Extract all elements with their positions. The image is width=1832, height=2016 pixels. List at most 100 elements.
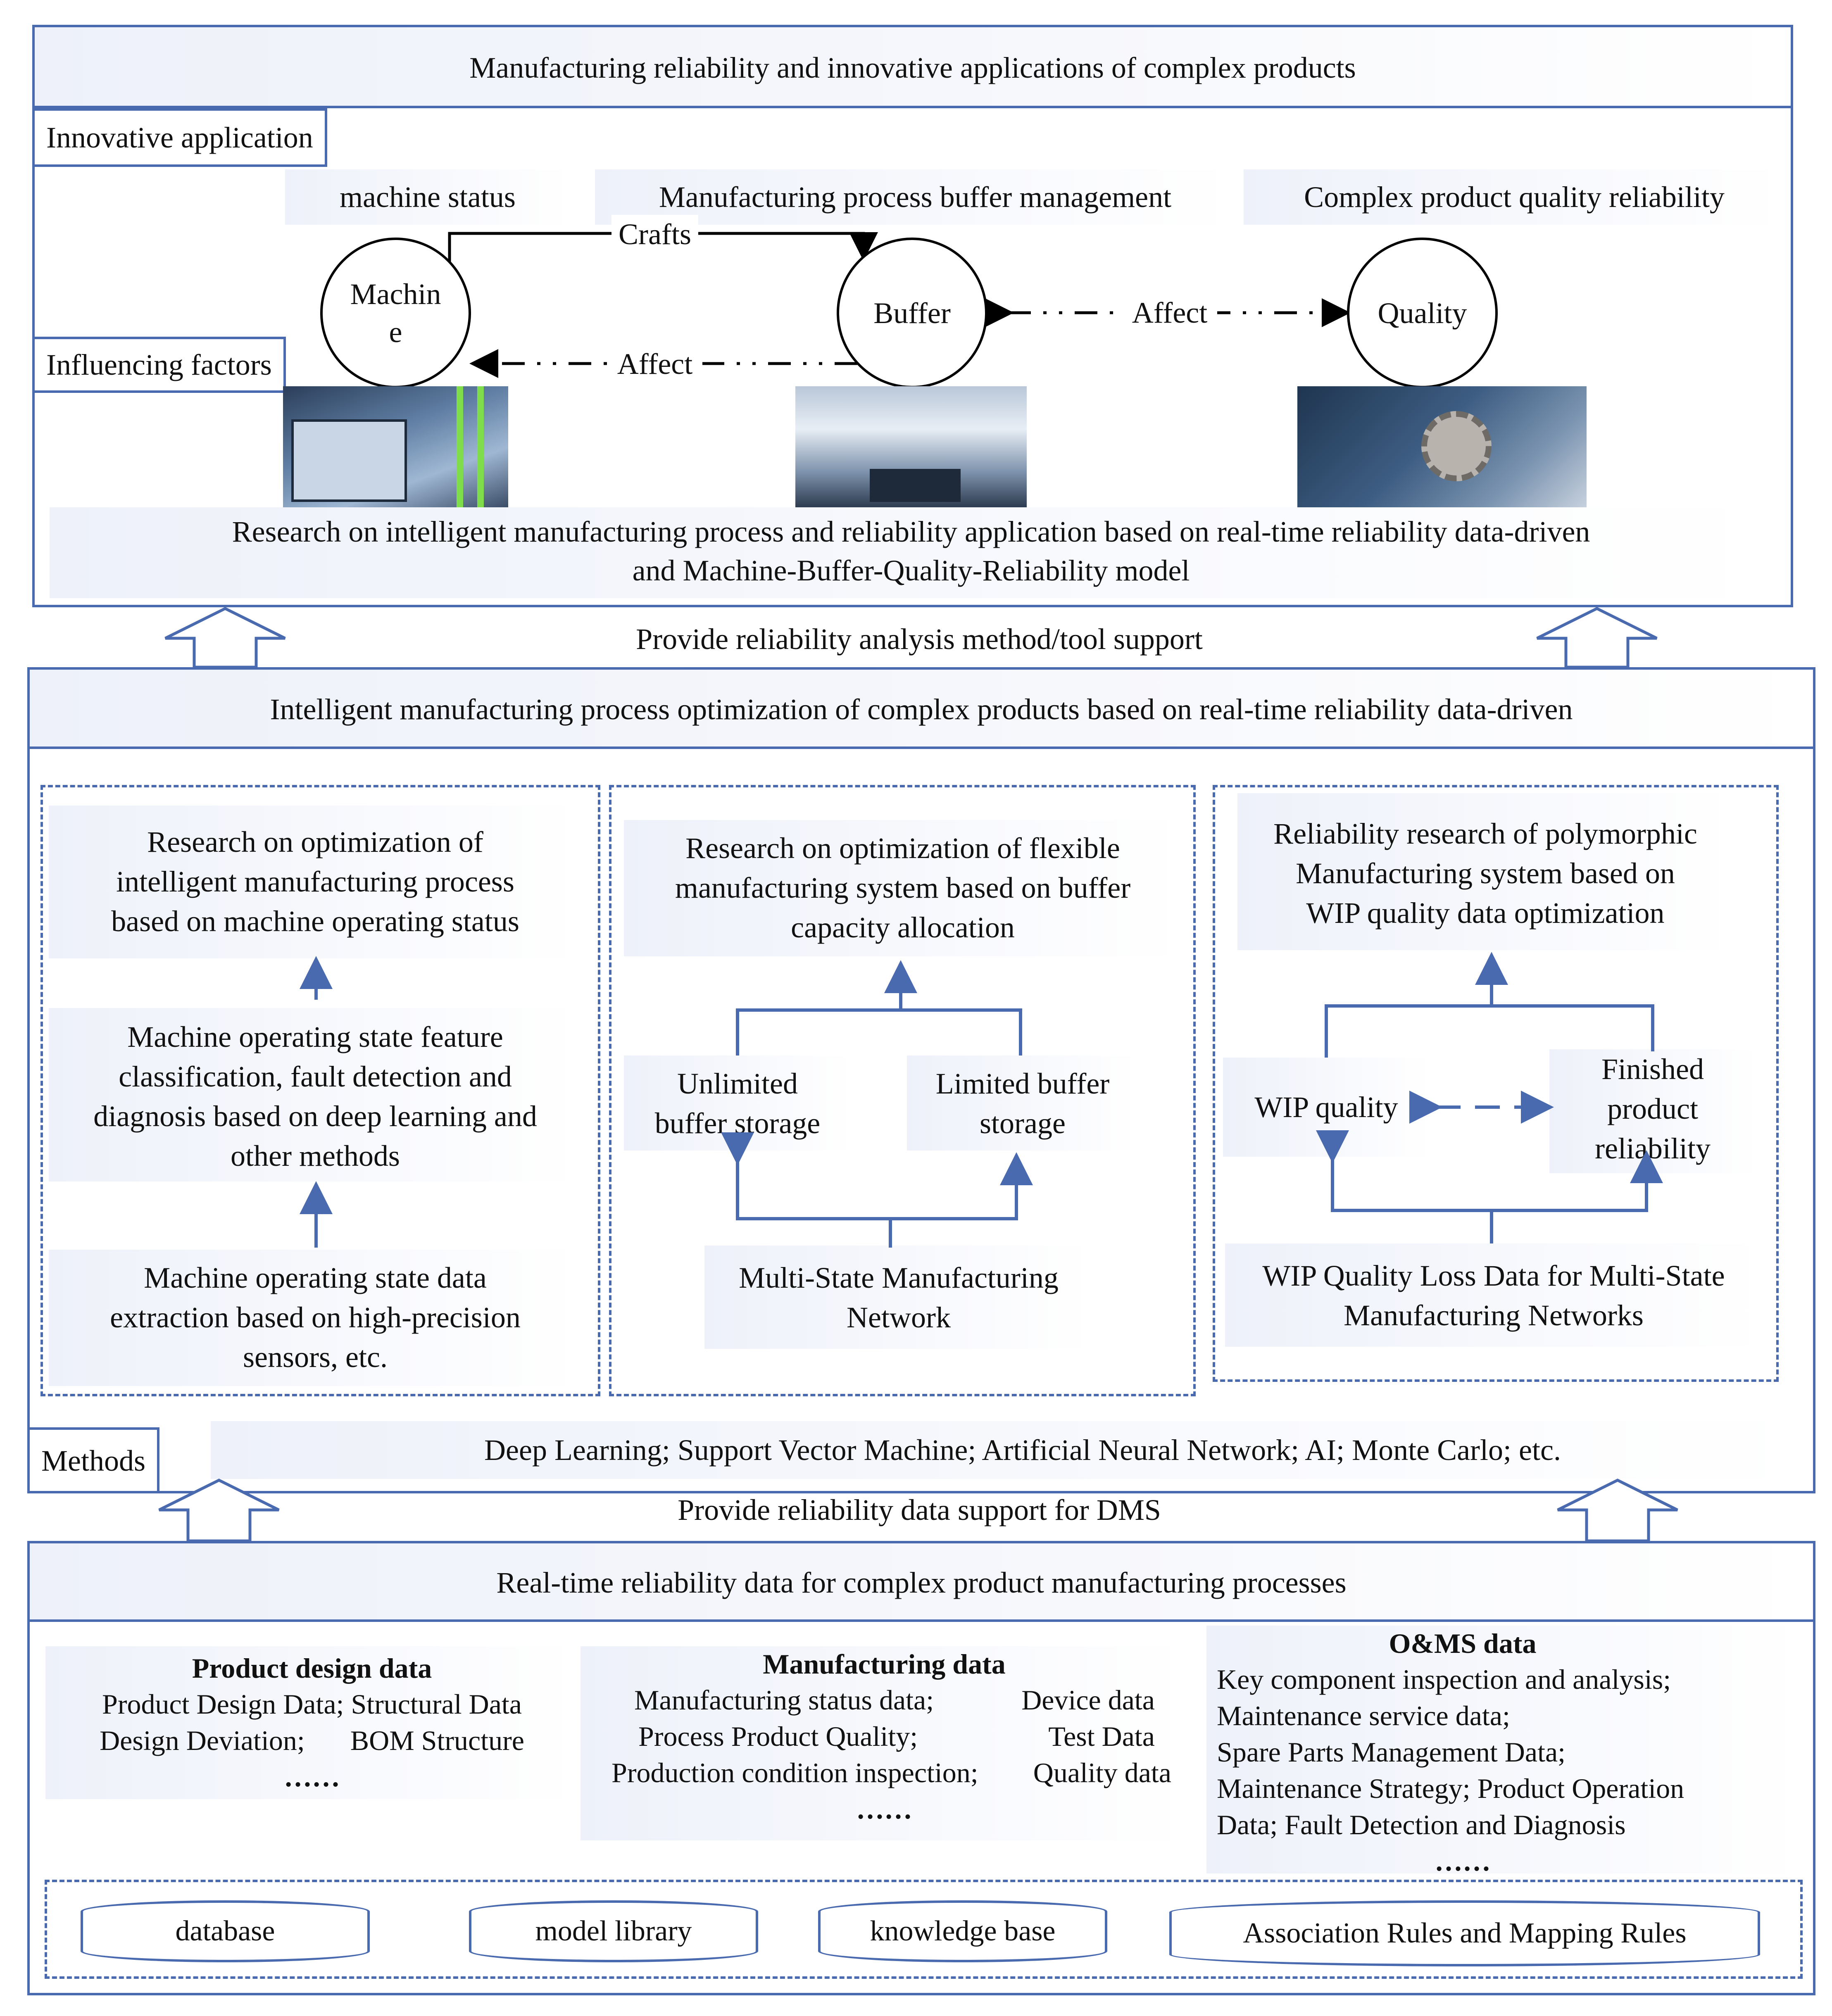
methods-text: Deep Learning; Support Vector Machine; A… <box>211 1421 1810 1479</box>
product-design-ellipsis: …… <box>284 1761 340 1793</box>
association-rules-label: Association Rules and Mapping Rules <box>1243 1917 1687 1949</box>
product-design-line1: Product Design Data; Structural Data <box>102 1688 522 1720</box>
column-machine <box>40 785 600 1396</box>
production-condition-inspection: Production condition inspection; <box>611 1757 978 1788</box>
manufacturing-status-data: Manufacturing status data; <box>634 1684 934 1716</box>
bottom-panel-title: Real-time reliability data for complex p… <box>30 1543 1813 1622</box>
machine-data-extraction-box: Machine operating state data extraction … <box>49 1250 582 1386</box>
text-line: manufacturing system based on buffer <box>675 871 1131 904</box>
affect-right-label: Affect <box>1122 293 1217 332</box>
machine-node: Machin e <box>320 238 471 388</box>
machine-photo <box>283 386 508 508</box>
oms-line: Data; Fault Detection and Diagnosis <box>1217 1809 1626 1840</box>
association-rules-cylinder: Association Rules and Mapping Rules <box>1169 1900 1760 1966</box>
device-data: Device data <box>1021 1684 1155 1716</box>
manufacturing-row3: Production condition inspection; Quality… <box>581 1754 1188 1791</box>
text-line: Limited buffer <box>935 1067 1110 1100</box>
research-line1: Research on intelligent manufacturing pr… <box>232 515 1590 548</box>
machine-photo-cable <box>477 386 484 508</box>
quality-photo <box>1297 386 1587 508</box>
finished-product-box: Finished product reliability <box>1549 1049 1756 1173</box>
quality-reliability-header: Complex product quality reliability <box>1244 169 1785 225</box>
text-line: reliability <box>1595 1132 1711 1165</box>
quality-node-label: Quality <box>1378 296 1467 330</box>
buffer-photo <box>795 386 1027 508</box>
top-panel-title: Manufacturing reliability and innovative… <box>35 27 1791 108</box>
limited-buffer-box: Limited buffer storage <box>907 1056 1138 1151</box>
machine-classification-box: Machine operating state feature classifi… <box>49 1008 582 1182</box>
buffer-node: Buffer <box>837 238 987 388</box>
oms-data-box: O&MS data Key component inspection and a… <box>1206 1626 1801 1877</box>
manufacturing-row1: Manufacturing status data; Device data <box>581 1682 1188 1718</box>
oms-line: Maintenance Strategy; Product Operation <box>1217 1773 1684 1804</box>
manufacturing-heading: Manufacturing data <box>763 1648 1006 1680</box>
text-line: Finished <box>1601 1053 1704 1086</box>
oms-ellipsis: …… <box>1435 1845 1491 1877</box>
machine-status-header: machine status <box>285 169 570 225</box>
text-line: Multi-State Manufacturing <box>739 1261 1059 1294</box>
machine-node-line2: e <box>389 315 402 349</box>
wip-quality-box: WIP quality <box>1223 1058 1430 1157</box>
text-line: other methods <box>231 1139 400 1172</box>
machine-photo-cable <box>457 386 463 508</box>
knowledge-base-label: knowledge base <box>870 1915 1056 1947</box>
research-statement: Research on intelligent manufacturing pr… <box>50 507 1773 598</box>
oms-line: Spare Parts Management Data; <box>1217 1736 1566 1768</box>
text-line: Research on optimization of <box>147 825 483 858</box>
machine-research-box: Research on optimization of intelligent … <box>49 806 582 958</box>
manufacturing-row2: Process Product Quality; Test Data <box>581 1718 1188 1754</box>
oms-line: Key component inspection and analysis; <box>1217 1664 1671 1695</box>
methods-tag: Methods <box>27 1427 159 1493</box>
text-line: sensors, etc. <box>243 1341 388 1374</box>
text-line: Unlimited <box>677 1067 798 1100</box>
buffer-research-box: Research on optimization of flexible man… <box>624 820 1182 956</box>
storage-row <box>45 1880 1803 1979</box>
text-line: WIP quality data optimization <box>1306 896 1665 930</box>
data-support-label: Provide reliability data support for DMS <box>678 1493 1161 1526</box>
text-line: buffer storage <box>654 1107 821 1140</box>
design-deviation: Design Deviation; <box>100 1725 305 1756</box>
influencing-factors-tag: Influencing factors <box>32 337 286 393</box>
database-label: database <box>175 1915 275 1947</box>
innovative-application-tag: Innovative application <box>32 108 327 167</box>
product-design-heading: Product design data <box>192 1652 432 1684</box>
column-quality <box>1213 785 1779 1382</box>
database-cylinder: database <box>81 1900 370 1962</box>
text-line: WIP Quality Loss Data for Multi-State <box>1262 1259 1725 1292</box>
wip-loss-data-box: WIP Quality Loss Data for Multi-State Ma… <box>1225 1243 1762 1347</box>
test-data: Test Data <box>1048 1721 1155 1752</box>
research-line2: and Machine-Buffer-Quality-Reliability m… <box>632 554 1190 587</box>
unlimited-buffer-box: Unlimited buffer storage <box>624 1056 851 1151</box>
knowledge-base-cylinder: knowledge base <box>818 1900 1107 1962</box>
model-library-label: model library <box>535 1915 692 1947</box>
text-line: extraction based on high-precision <box>110 1301 521 1334</box>
text-line: Reliability research of polymorphic <box>1273 817 1697 850</box>
text-line: intelligent manufacturing process <box>116 865 514 898</box>
oms-heading: O&MS data <box>1389 1628 1537 1659</box>
text-line: Machine operating state feature <box>127 1020 503 1053</box>
machine-photo-screen <box>291 419 407 502</box>
manufacturing-data-box: Manufacturing data Manufacturing status … <box>581 1646 1188 1840</box>
buffer-management-header: Manufacturing process buffer management <box>595 169 1235 225</box>
process-product-quality: Process Product Quality; <box>638 1721 918 1752</box>
text-line: diagnosis based on deep learning and <box>93 1100 537 1133</box>
quality-node: Quality <box>1347 238 1498 388</box>
affect-left-label: Affect <box>607 345 702 383</box>
column-buffer <box>609 785 1196 1396</box>
bom-structure: BOM Structure <box>350 1725 524 1756</box>
text-line: Machine operating state data <box>144 1261 487 1294</box>
machine-node-line1: Machin <box>350 277 441 311</box>
buffer-photo-rack <box>870 469 961 502</box>
quality-research-box: Reliability research of polymorphic Manu… <box>1237 793 1733 950</box>
quality-photo-gear <box>1421 411 1492 481</box>
multi-state-network-box: Multi-State Manufacturing Network <box>704 1246 1093 1349</box>
middle-panel-title: Intelligent manufacturing process optimi… <box>30 670 1813 749</box>
text-line: classification, fault detection and <box>119 1060 512 1093</box>
quality-data: Quality data <box>1033 1757 1171 1788</box>
buffer-node-label: Buffer <box>873 296 951 330</box>
product-design-line2: Design Deviation; BOM Structure <box>45 1722 578 1759</box>
oms-line: Maintenance service data; <box>1217 1700 1510 1731</box>
text-line: storage <box>980 1107 1066 1140</box>
manufacturing-ellipsis: …… <box>856 1793 912 1825</box>
product-design-data-box: Product design data Product Design Data;… <box>45 1646 578 1799</box>
